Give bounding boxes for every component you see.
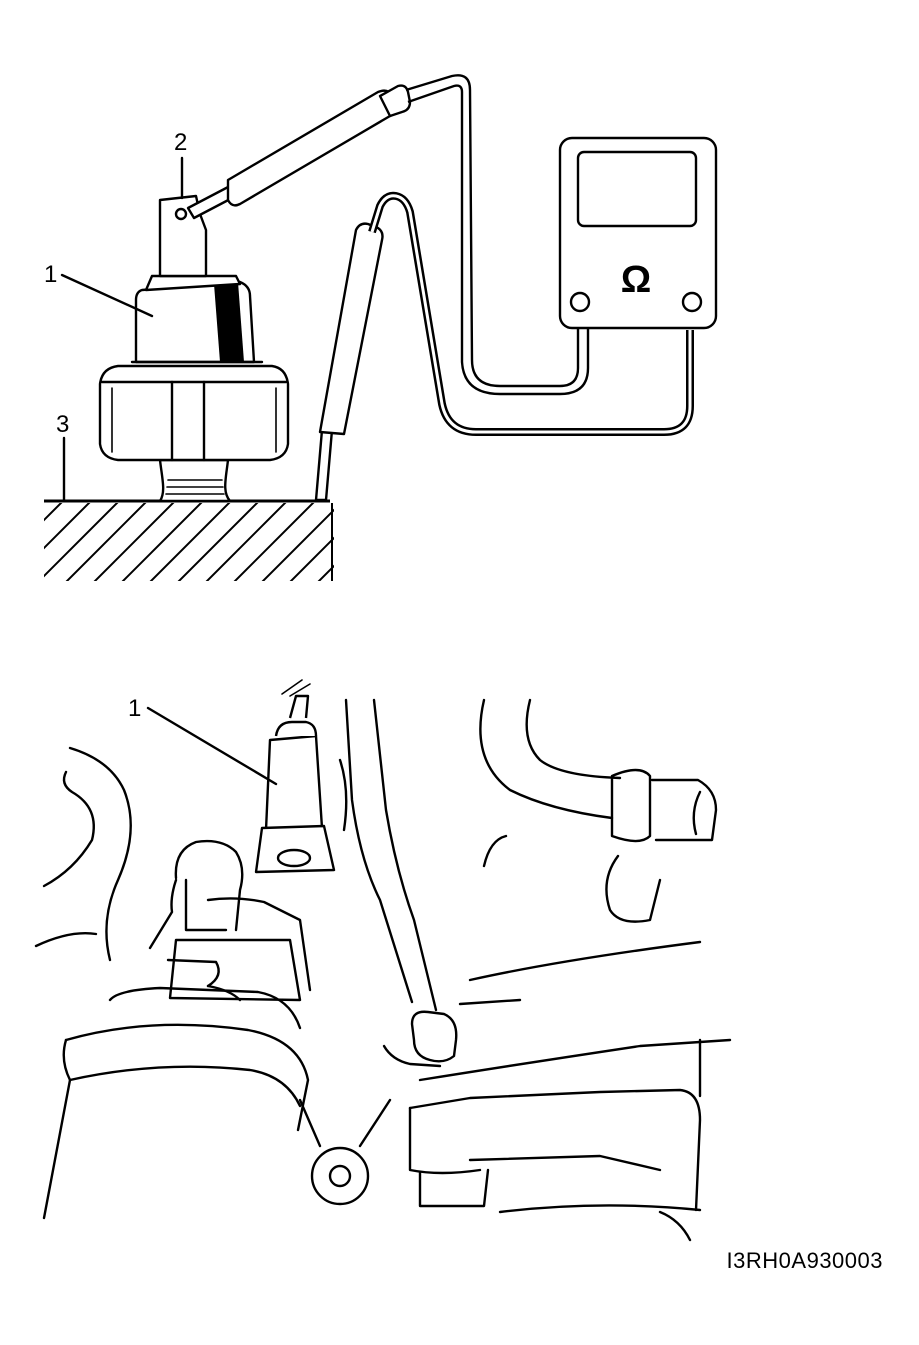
oil-pressure-switch [98,194,290,503]
top-callouts: 1 2 3 [44,129,187,502]
ohmmeter: Ω [558,136,718,330]
meter-terminal-left [569,291,591,313]
ohm-symbol: Ω [621,259,651,301]
figure-code: I3RH0A930003 [726,1248,883,1273]
terminal-test-lead [186,74,590,396]
top-figure: Ω 1 2 3 [44,74,718,581]
callout-leader-1 [60,273,154,318]
callout-label-2: 2 [174,129,187,156]
oil-pressure-switch-installed [254,679,336,874]
meter-terminal-right [681,291,703,313]
meter-display [576,150,698,228]
ground-test-lead [314,191,694,502]
callout-leader-1-bottom [146,706,278,786]
ground-surface [44,499,334,581]
bottom-figure: 1 [34,679,732,1242]
callout-label-1-bottom: 1 [128,695,141,722]
callout-label-1: 1 [44,261,57,288]
callout-label-3: 3 [56,411,69,438]
